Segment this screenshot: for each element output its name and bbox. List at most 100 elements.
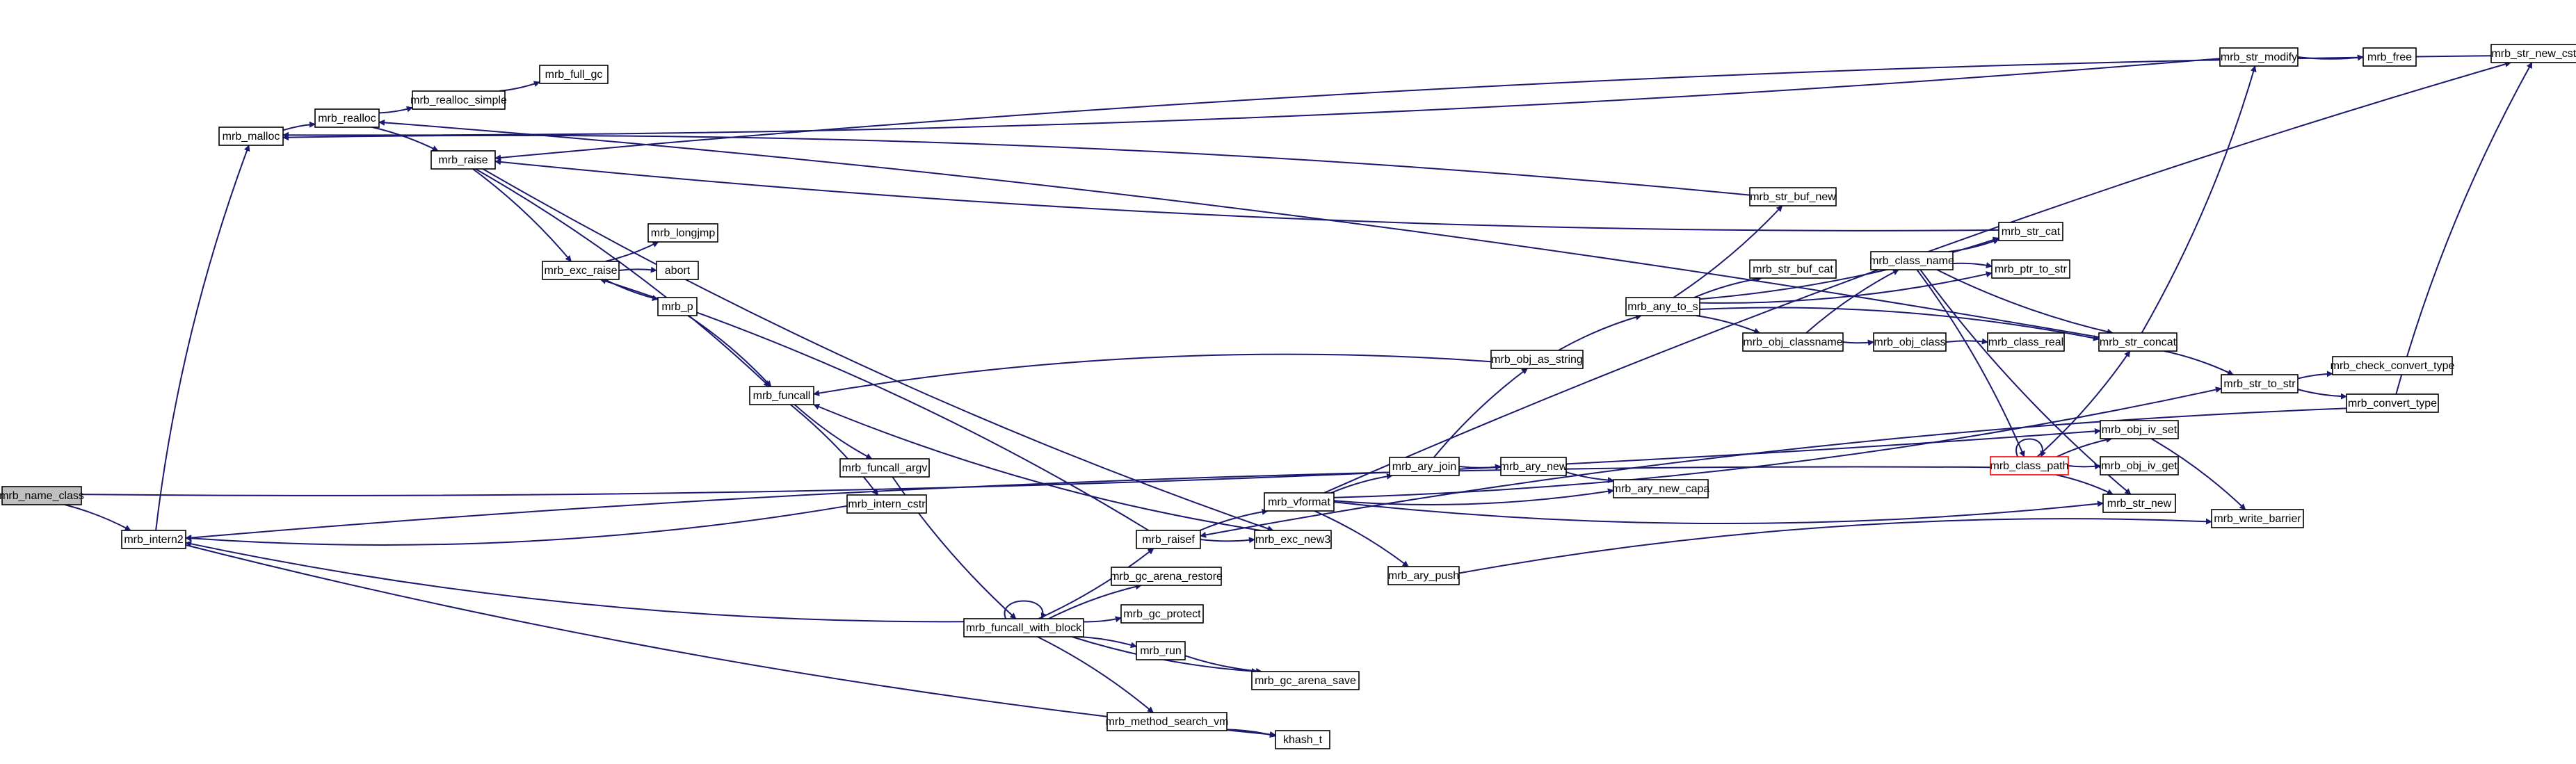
node-box — [1387, 566, 1460, 585]
edge-mrb_p-to-mrb_funcall — [687, 315, 772, 387]
node-box — [1275, 730, 1330, 749]
node-mrb_name_class[interactable]: mrb_name_class — [0, 486, 84, 505]
edge-mrb_vformat-to-mrb_str_new_cstr — [1323, 60, 2512, 494]
node-box — [430, 150, 496, 170]
node-mrb_obj_class[interactable]: mrb_obj_class — [1873, 332, 1947, 352]
node-mrb_obj_iv_set[interactable]: mrb_obj_iv_set — [2100, 420, 2179, 439]
node-label: mrb_str_new — [2107, 498, 2172, 510]
node-mrb_class_name[interactable]: mrb_class_name — [1869, 251, 1954, 270]
node-label: mrb_str_modify — [2221, 51, 2297, 63]
node-mrb_ary_join[interactable]: mrb_ary_join — [1389, 457, 1460, 476]
node-mrb_vformat[interactable]: mrb_vformat — [1264, 492, 1335, 512]
node-mrb_funcall_with_block[interactable]: mrb_funcall_with_block — [963, 618, 1084, 637]
node-mrb_obj_iv_get[interactable]: mrb_obj_iv_get — [2100, 456, 2179, 476]
node-abort[interactable]: abort — [656, 261, 699, 280]
node-box — [121, 530, 186, 549]
node-mrb_method_search_vm[interactable]: mrb_method_search_vm — [1106, 712, 1229, 731]
node-mrb_exc_raise[interactable]: mrb_exc_raise — [542, 261, 620, 280]
node-label: mrb_str_buf_new — [1750, 191, 1836, 203]
edge-mrb_exc_raise-to-abort — [618, 266, 657, 273]
node-label: abort — [665, 265, 691, 277]
edge-mrb_intern2-to-mrb_malloc — [155, 145, 250, 531]
node-mrb_str_concat[interactable]: mrb_str_concat — [2098, 332, 2177, 352]
node-khash_t[interactable]: khash_t — [1275, 730, 1330, 749]
edge-mrb_class_path-to-mrb_intern2 — [185, 466, 1991, 541]
node-mrb_longjmp[interactable]: mrb_longjmp — [647, 223, 718, 243]
node-mrb_malloc[interactable]: mrb_malloc — [218, 127, 284, 146]
node-mrb_ptr_to_str[interactable]: mrb_ptr_to_str — [1991, 259, 2070, 279]
node-mrb_convert_type[interactable]: mrb_convert_type — [2346, 393, 2439, 413]
edge-mrb_exc_new3-to-mrb_funcall — [813, 403, 1261, 531]
edge-mrb_str_buf_new-to-mrb_malloc — [282, 134, 1750, 196]
node-mrb_check_convert_type[interactable]: mrb_check_convert_type — [2331, 356, 2455, 375]
node-box — [1749, 187, 1837, 206]
node-label: mrb_longjmp — [651, 227, 716, 239]
edge-layer — [64, 54, 2533, 738]
node-box — [1742, 332, 1844, 352]
node-box — [1625, 297, 1700, 316]
node-box — [539, 65, 609, 84]
node-mrb_realloc[interactable]: mrb_realloc — [314, 108, 380, 128]
node-mrb_str_buf_cat[interactable]: mrb_str_buf_cat — [1749, 259, 1837, 279]
node-mrb_str_modify[interactable]: mrb_str_modify — [2219, 47, 2299, 67]
node-label: mrb_gc_arena_restore — [1110, 571, 1223, 583]
node-label: mrb_malloc — [223, 131, 280, 143]
node-mrb_obj_classname[interactable]: mrb_obj_classname — [1742, 332, 1844, 352]
node-mrb_str_buf_new[interactable]: mrb_str_buf_new — [1749, 187, 1837, 206]
edge-mrb_vformat-to-mrb_ary_join — [1330, 473, 1393, 494]
node-mrb_gc_arena_restore[interactable]: mrb_gc_arena_restore — [1110, 567, 1223, 586]
node-mrb_free[interactable]: mrb_free — [2362, 47, 2417, 67]
node-box — [1389, 457, 1460, 476]
edge-mrb_vformat-to-mrb_str_new — [1333, 501, 2104, 524]
node-box — [2346, 393, 2439, 413]
node-mrb_intern2[interactable]: mrb_intern2 — [121, 530, 186, 549]
node-box — [1254, 530, 1332, 549]
node-mrb_str_cat[interactable]: mrb_str_cat — [1998, 222, 2063, 241]
node-mrb_obj_as_string[interactable]: mrb_obj_as_string — [1490, 350, 1584, 369]
edge-mrb_realloc_simple-to-mrb_full_gc — [499, 81, 540, 92]
node-box — [1873, 332, 1947, 352]
node-mrb_class_path[interactable]: mrb_class_path — [1990, 456, 2069, 476]
edge-mrb_malloc-to-mrb_realloc — [282, 121, 316, 131]
edge-mrb_raisef-to-mrb_vformat — [1199, 508, 1269, 531]
node-box — [218, 127, 284, 146]
node-label: mrb_exc_raise — [545, 265, 618, 277]
node-mrb_any_to_s[interactable]: mrb_any_to_s — [1625, 297, 1700, 316]
node-mrb_exc_new3[interactable]: mrb_exc_new3 — [1254, 530, 1332, 549]
node-label: mrb_funcall_argv — [842, 462, 928, 474]
node-mrb_class_real[interactable]: mrb_class_real — [1987, 332, 2065, 352]
edge-mrb_run-to-mrb_gc_arena_save — [1184, 655, 1262, 674]
node-mrb_realloc_simple[interactable]: mrb_realloc_simple — [410, 90, 507, 110]
node-label: mrb_str_buf_cat — [1753, 263, 1833, 275]
edge-mrb_class_path-to-mrb_class_path — [2015, 438, 2047, 457]
edge-mrb_funcall_with_block-to-mrb_raisef — [1038, 548, 1154, 619]
node-box — [1990, 456, 2069, 476]
node-mrb_full_gc[interactable]: mrb_full_gc — [539, 65, 609, 84]
edge-mrb_funcall_with_block-to-mrb_funcall_with_block — [1004, 600, 1047, 619]
node-mrb_ary_push[interactable]: mrb_ary_push — [1387, 566, 1460, 585]
node-mrb_run[interactable]: mrb_run — [1136, 641, 1186, 660]
node-mrb_raisef[interactable]: mrb_raisef — [1136, 530, 1201, 549]
node-label: mrb_raise — [438, 154, 488, 166]
node-mrb_str_to_str[interactable]: mrb_str_to_str — [2221, 374, 2299, 393]
node-mrb_p[interactable]: mrb_p — [657, 297, 698, 316]
edge-mrb_realloc-to-mrb_realloc_simple — [378, 106, 413, 114]
node-mrb_funcall[interactable]: mrb_funcall — [749, 386, 814, 405]
node-label: mrb_funcall — [753, 390, 811, 402]
node-mrb_write_barrier[interactable]: mrb_write_barrier — [2211, 509, 2304, 528]
node-mrb_str_new_cstr[interactable]: mrb_str_new_cstr — [2490, 44, 2576, 63]
node-mrb_gc_arena_save[interactable]: mrb_gc_arena_save — [1251, 671, 1360, 690]
node-mrb_raise[interactable]: mrb_raise — [430, 150, 496, 170]
node-mrb_gc_protect[interactable]: mrb_gc_protect — [1120, 604, 1204, 624]
node-box — [749, 386, 814, 405]
node-mrb_ary_new[interactable]: mrb_ary_new — [1500, 457, 1568, 476]
edge-mrb_funcall-to-mrb_funcall_argv — [794, 404, 873, 460]
node-box — [1987, 332, 2065, 352]
node-mrb_str_new[interactable]: mrb_str_new — [2102, 494, 2176, 513]
node-mrb_ary_new_capa[interactable]: mrb_ary_new_capa — [1612, 479, 1710, 498]
node-box — [657, 297, 698, 316]
node-label: mrb_raisef — [1142, 534, 1195, 546]
node-mrb_intern_cstr[interactable]: mrb_intern_cstr — [846, 494, 927, 514]
node-mrb_funcall_argv[interactable]: mrb_funcall_argv — [839, 458, 930, 478]
node-label: mrb_ary_join — [1392, 461, 1456, 473]
